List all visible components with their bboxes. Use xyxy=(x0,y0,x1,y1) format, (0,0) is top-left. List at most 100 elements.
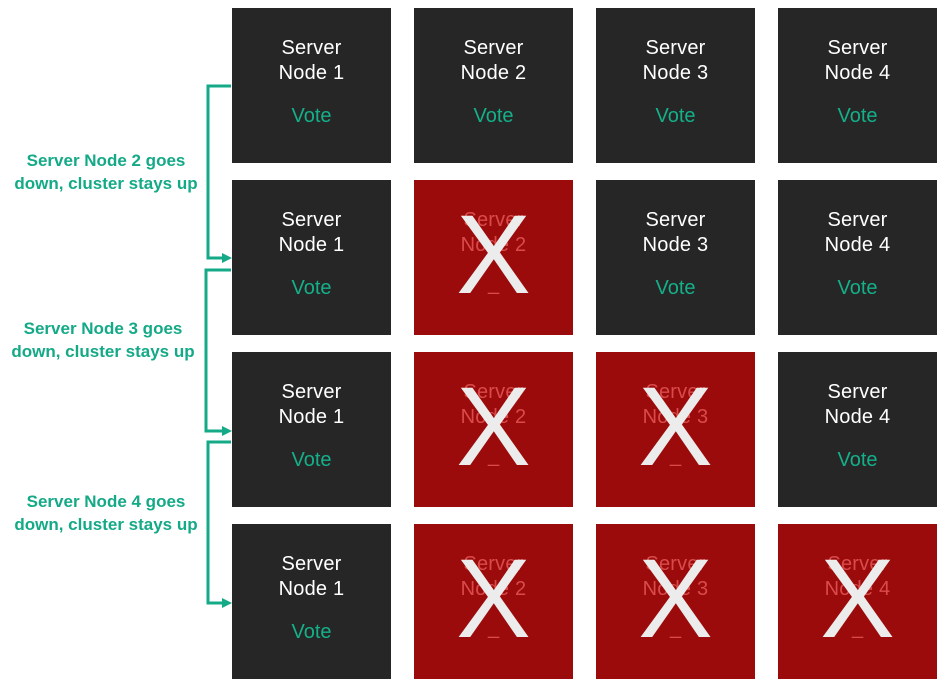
failed-server-node-3-card: Server Node 3 _ X xyxy=(596,524,755,679)
node-title: Server Node 3 xyxy=(596,552,755,602)
vote-label: _ xyxy=(669,445,682,467)
node-title-line: Node 3 xyxy=(642,62,709,84)
node-title: Server Node 2 xyxy=(414,208,573,258)
failure-x-icon: X xyxy=(456,364,531,489)
node-title: Server Node 1 xyxy=(232,552,391,602)
node-title-line: Server xyxy=(827,37,888,59)
vote-label: _ xyxy=(487,445,500,467)
node-title-line: Server xyxy=(463,381,524,403)
node-title-line: Server xyxy=(281,381,342,403)
node-title-line: Server xyxy=(827,553,888,575)
node-title-line: Server xyxy=(827,209,888,231)
annotation-line: Server Node 4 goes xyxy=(26,492,186,511)
failure-x-icon: X xyxy=(638,536,713,661)
vote-label: Vote xyxy=(837,277,878,299)
node-title-line: Node 2 xyxy=(460,62,527,84)
failed-server-node-4-card: Server Node 4 _ X xyxy=(778,524,937,679)
node-title-line: Server xyxy=(463,37,524,59)
annotation-node-4-failure: Server Node 4 goes down, cluster stays u… xyxy=(0,490,221,536)
annotation-line: down, cluster stays up xyxy=(14,515,198,534)
vote-label: Vote xyxy=(837,105,878,127)
failed-server-node-2-card: Server Node 2 _ X xyxy=(414,180,573,335)
vote-label: Vote xyxy=(291,449,332,471)
node-title: Server Node 2 xyxy=(414,380,573,430)
server-node-4-card: Server Node 4 Vote xyxy=(778,180,937,335)
node-title-line: Node 4 xyxy=(824,406,891,428)
transition-connector-1 xyxy=(206,84,232,263)
node-title-line: Server xyxy=(463,553,524,575)
failure-x-icon: X xyxy=(456,536,531,661)
failure-x-icon: X xyxy=(638,364,713,489)
server-node-1-card: Server Node 1 Vote xyxy=(232,352,391,507)
server-node-2-card: Server Node 2 Vote xyxy=(414,8,573,163)
node-title: Server Node 4 xyxy=(778,36,937,86)
node-title-line: Node 1 xyxy=(278,406,345,428)
node-title-line: Server xyxy=(645,553,706,575)
node-title-line: Node 3 xyxy=(642,578,709,600)
node-title-line: Server xyxy=(281,37,342,59)
node-title-line: Node 3 xyxy=(642,406,709,428)
node-title-line: Node 2 xyxy=(460,234,527,256)
vote-label: Vote xyxy=(837,449,878,471)
failed-server-node-3-card: Server Node 3 _ X xyxy=(596,352,755,507)
annotation-line: down, cluster stays up xyxy=(14,174,198,193)
node-title-line: Node 4 xyxy=(824,578,891,600)
transition-connector-2 xyxy=(204,268,232,436)
annotation-node-2-failure: Server Node 2 goes down, cluster stays u… xyxy=(0,149,221,195)
server-node-3-card: Server Node 3 Vote xyxy=(596,8,755,163)
node-title: Server Node 2 xyxy=(414,36,573,86)
server-node-1-card: Server Node 1 Vote xyxy=(232,8,391,163)
node-title: Server Node 3 xyxy=(596,380,755,430)
vote-label: Vote xyxy=(473,105,514,127)
vote-label: Vote xyxy=(655,105,696,127)
vote-label: Vote xyxy=(291,277,332,299)
vote-label: Vote xyxy=(291,105,332,127)
annotation-line: Server Node 3 goes xyxy=(23,319,183,338)
arrowhead-icon xyxy=(222,598,232,608)
node-title-line: Node 4 xyxy=(824,234,891,256)
server-node-4-card: Server Node 4 Vote xyxy=(778,8,937,163)
node-title: Server Node 1 xyxy=(232,36,391,86)
vote-label: Vote xyxy=(291,621,332,643)
failed-server-node-2-card: Server Node 2 _ X xyxy=(414,352,573,507)
node-title-line: Server xyxy=(281,553,342,575)
failure-x-icon: X xyxy=(820,536,895,661)
node-title: Server Node 4 xyxy=(778,208,937,258)
node-grid: Server Node 1 Vote Server Node 2 Vote Se… xyxy=(232,8,938,680)
node-title-line: Server xyxy=(827,381,888,403)
failure-x-icon: X xyxy=(456,192,531,317)
arrowhead-icon xyxy=(222,426,232,436)
node-title: Server Node 1 xyxy=(232,208,391,258)
vote-label: _ xyxy=(487,273,500,295)
failed-server-node-2-card: Server Node 2 _ X xyxy=(414,524,573,679)
vote-label: _ xyxy=(487,617,500,639)
node-title-line: Server xyxy=(645,37,706,59)
node-title-line: Server xyxy=(463,209,524,231)
node-title-line: Node 4 xyxy=(824,62,891,84)
node-title: Server Node 2 xyxy=(414,552,573,602)
node-title-line: Server xyxy=(281,209,342,231)
vote-label: _ xyxy=(669,617,682,639)
node-title-line: Node 3 xyxy=(642,234,709,256)
node-title-line: Server xyxy=(645,209,706,231)
node-title: Server Node 4 xyxy=(778,380,937,430)
node-title: Server Node 3 xyxy=(596,208,755,258)
annotation-node-3-failure: Server Node 3 goes down, cluster stays u… xyxy=(0,317,218,363)
transition-connector-3 xyxy=(206,440,232,608)
node-title-line: Node 1 xyxy=(278,234,345,256)
annotation-line: down, cluster stays up xyxy=(11,342,195,361)
vote-label: Vote xyxy=(655,277,696,299)
server-node-1-card: Server Node 1 Vote xyxy=(232,524,391,679)
node-title-line: Node 1 xyxy=(278,578,345,600)
server-node-1-card: Server Node 1 Vote xyxy=(232,180,391,335)
node-title: Server Node 3 xyxy=(596,36,755,86)
server-node-4-card: Server Node 4 Vote xyxy=(778,352,937,507)
arrowhead-icon xyxy=(222,253,232,263)
node-title-line: Node 1 xyxy=(278,62,345,84)
node-title: Server Node 1 xyxy=(232,380,391,430)
node-title-line: Node 2 xyxy=(460,578,527,600)
annotation-line: Server Node 2 goes xyxy=(26,151,186,170)
node-title-line: Node 2 xyxy=(460,406,527,428)
